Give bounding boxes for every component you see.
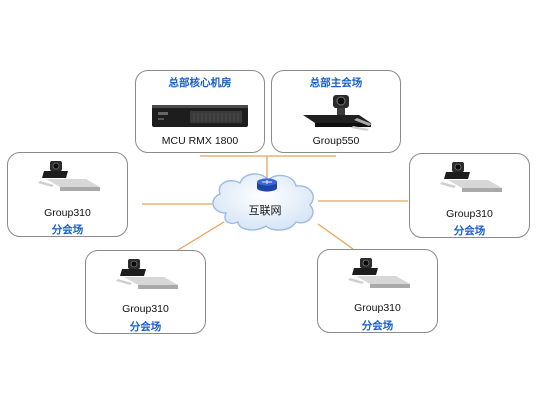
node-title: 总部主会场	[309, 77, 363, 89]
site-label: 分会场	[453, 225, 486, 237]
site-label: 分会场	[361, 320, 394, 332]
node-branch-bottom-left: Group310 分会场	[85, 250, 206, 334]
internet-cloud-icon	[212, 173, 314, 231]
node-branch-right: Group310 分会场	[409, 153, 530, 238]
site-label: 分会场	[129, 321, 162, 333]
site-label: 分会场	[51, 224, 84, 236]
node-title: 总部核心机房	[168, 77, 232, 89]
codec-camera-icon	[303, 95, 372, 131]
codec-camera-icon	[38, 161, 100, 191]
device-label: Group550	[312, 135, 360, 147]
node-hq-main: 总部主会场 Group550	[271, 70, 401, 153]
codec-camera-icon	[116, 259, 178, 289]
link-branch-bottom-right	[317, 223, 354, 250]
codec-camera-icon	[440, 162, 502, 192]
device-label: Group310	[446, 208, 493, 220]
link-branch-bottom-left	[177, 221, 225, 251]
device-label: Group310	[354, 302, 401, 314]
device-label: Group310	[44, 207, 91, 219]
router-icon	[257, 178, 277, 192]
node-hq-core: 总部核心机房 MCU RMX 1800	[135, 70, 265, 153]
mcu-server-icon	[152, 105, 248, 127]
node-branch-bottom-right: Group310 分会场	[317, 249, 438, 333]
internet-label: 互联网	[248, 204, 282, 217]
codec-camera-icon	[348, 258, 410, 288]
device-label: MCU RMX 1800	[161, 135, 239, 147]
device-label: Group310	[122, 303, 169, 315]
node-branch-left: Group310 分会场	[7, 152, 128, 237]
